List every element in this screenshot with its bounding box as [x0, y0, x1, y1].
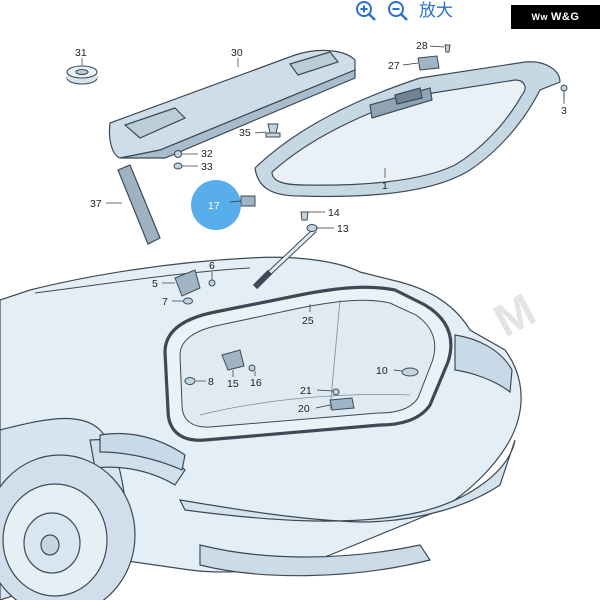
small-parts — [173, 44, 568, 411]
tailgate — [254, 61, 561, 198]
label-14: 14 — [328, 207, 340, 219]
trim-panel-37 — [117, 164, 161, 245]
label-35: 35 — [239, 127, 251, 139]
label-21: 21 — [300, 385, 312, 397]
brand-logo: Ww — [531, 12, 549, 22]
label-27: 27 — [388, 60, 400, 72]
label-28: 28 — [416, 40, 428, 52]
label-25: 25 — [302, 315, 314, 327]
gas-strut — [252, 228, 317, 290]
label-17: 17 — [208, 200, 220, 212]
zoom-out-icon[interactable] — [387, 0, 409, 22]
label-30: 30 — [231, 47, 243, 59]
trunk-opening — [163, 285, 453, 442]
label-13: 13 — [337, 223, 349, 235]
label-3: 3 — [561, 105, 567, 117]
label-20: 20 — [298, 403, 310, 415]
zoom-in-icon[interactable] — [355, 0, 377, 22]
watermark: M — [485, 283, 543, 347]
label-32: 32 — [201, 148, 213, 160]
highlight-17 — [191, 180, 241, 230]
spoiler — [108, 49, 356, 159]
label-16: 16 — [250, 377, 262, 389]
rear-wheel — [0, 454, 136, 600]
brand-badge: Ww W&G — [511, 5, 600, 29]
label-6: 6 — [209, 260, 215, 272]
label-7: 7 — [162, 296, 168, 308]
label-37: 37 — [90, 198, 102, 210]
label-8: 8 — [208, 376, 214, 388]
label-10: 10 — [376, 365, 388, 377]
label-31: 31 — [75, 47, 87, 59]
label-5: 5 — [152, 278, 158, 290]
label-15: 15 — [227, 378, 239, 390]
label-33: 33 — [201, 161, 213, 173]
callouts: 7 — [81, 45, 565, 409]
label-1: 1 — [382, 180, 388, 192]
zoom-toolbar: 放大 — [355, 0, 453, 22]
callout-labels: 31 30 28 27 3 35 32 33 1 37 17 14 13 6 5… — [75, 40, 567, 415]
part-31 — [66, 65, 98, 85]
zoom-label[interactable]: 放大 — [419, 1, 453, 21]
brand-name: W&G — [551, 11, 580, 23]
